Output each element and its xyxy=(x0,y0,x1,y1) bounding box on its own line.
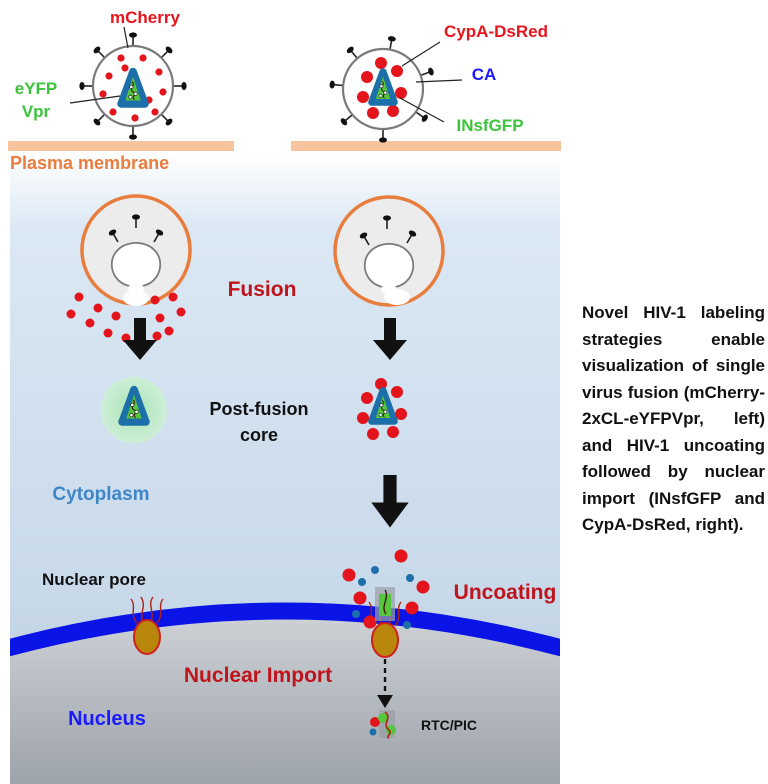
label-rtc-pic: RTC/PIC xyxy=(421,717,477,733)
plasma-membrane-left xyxy=(8,141,234,151)
label-vpr: Vpr xyxy=(22,102,51,121)
label-insfgfp: INsfGFP xyxy=(456,116,523,135)
cell-region xyxy=(10,153,560,784)
post-fusion-core-left xyxy=(101,377,167,443)
endosome-left xyxy=(80,194,192,306)
label-mcherry: mCherry xyxy=(110,8,180,27)
figure-caption: Novel HIV-1 labeling strategies enable v… xyxy=(582,303,765,534)
label-plasma-membrane: Plasma membrane xyxy=(10,153,169,173)
plasma-membrane-right xyxy=(291,141,561,151)
label-nuclear-pore: Nuclear pore xyxy=(42,570,146,589)
label-eyfp: eYFP xyxy=(15,79,58,98)
label-ca: CA xyxy=(472,65,497,84)
endosome-right xyxy=(333,195,445,307)
nuclear-envelope xyxy=(10,602,560,657)
virion-insfgfp-cypa-dsred xyxy=(328,34,436,144)
label-nucleus: Nucleus xyxy=(68,708,146,730)
label-nuclear-import: Nuclear Import xyxy=(184,664,332,687)
label-cypa-dsred: CypA-DsRed xyxy=(444,22,548,41)
label-post-fusion: Post-fusion xyxy=(210,399,309,419)
rtc-pic-complex xyxy=(369,710,396,739)
label-fusion: Fusion xyxy=(228,278,297,301)
post-fusion-core-right xyxy=(357,378,407,440)
label-uncoating: Uncoating xyxy=(454,581,557,604)
virion-mcherry-eyfpvpr xyxy=(78,31,188,141)
leader-lines xyxy=(69,26,463,123)
uncoating-complex xyxy=(342,549,430,629)
arrow-nuclear-import xyxy=(377,659,393,708)
label-cytoplasm: Cytoplasm xyxy=(52,484,149,505)
label-core: core xyxy=(240,425,278,445)
